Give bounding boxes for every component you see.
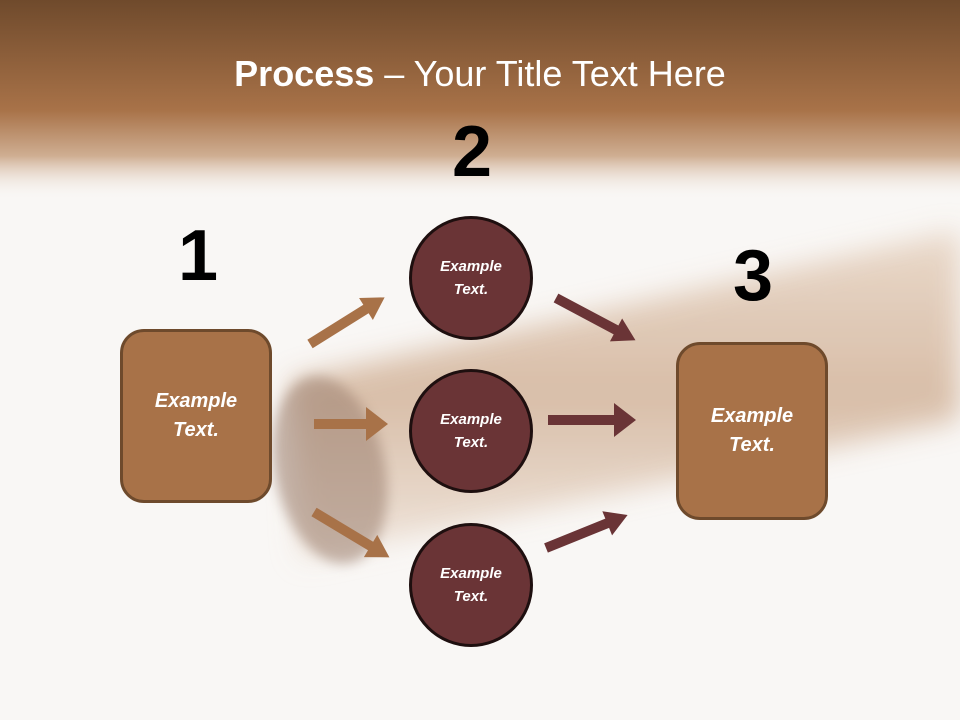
circle-middle-label: Example Text. [440,411,502,451]
circle-bottom-label: Example Text. [440,565,502,605]
title-rest: – Your Title Text Here [374,53,726,94]
arrow-bottom-to-3 [544,511,628,553]
circle-top-label: Example Text. [440,258,502,298]
step-3-box: Example Text. [676,342,828,520]
step-3-label: Example Text. [710,405,794,456]
slide-title: Process – Your Title Text Here [0,52,960,96]
step-1-box: Example Text. [120,329,272,503]
arrow-1-to-middle [314,407,388,441]
step-1-label: Example Text. [154,390,238,441]
step-number-3: 3 [732,236,774,316]
arrow-middle-to-3 [548,403,636,437]
step-number-2: 2 [451,112,493,192]
circle-top: Example Text. [409,216,533,340]
arrow-top-to-3 [553,293,636,342]
circle-middle: Example Text. [409,369,533,493]
circle-bottom: Example Text. [409,523,533,647]
arrow-1-to-bottom [311,507,390,558]
arrow-1-to-top [307,297,385,349]
step-number-1: 1 [177,216,219,296]
title-bold: Process [234,53,375,94]
